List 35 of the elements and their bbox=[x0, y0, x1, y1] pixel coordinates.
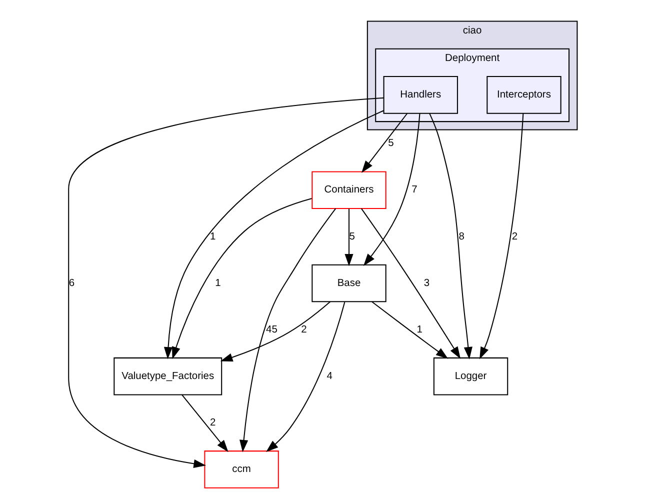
edge-label: 2 bbox=[300, 324, 306, 335]
arrow bbox=[68, 96, 384, 468]
edge-label: 8 bbox=[458, 230, 464, 242]
node-box: Base bbox=[311, 264, 386, 302]
arrow bbox=[220, 300, 330, 361]
edge-label: 1 bbox=[210, 230, 216, 242]
edge-label: 6 bbox=[68, 277, 74, 288]
node-box: Interceptors bbox=[486, 76, 561, 114]
arrow bbox=[428, 112, 472, 359]
edge-label: 1 bbox=[214, 277, 220, 288]
edge-label: 7 bbox=[411, 184, 417, 196]
arrow bbox=[266, 301, 345, 452]
node-box: Containers bbox=[311, 170, 386, 209]
arrow bbox=[479, 112, 524, 359]
arrow bbox=[181, 394, 228, 452]
node-box: Logger bbox=[432, 356, 508, 395]
node-box: ccm bbox=[204, 450, 278, 488]
edge-label: 2 bbox=[210, 416, 216, 428]
arrow bbox=[362, 112, 420, 266]
arrow bbox=[360, 208, 460, 358]
node-box: Valuetype_Factories bbox=[113, 356, 222, 395]
arrow bbox=[163, 110, 384, 359]
arrow bbox=[360, 112, 408, 172]
edge-label: 5 bbox=[348, 230, 354, 242]
arrow bbox=[371, 300, 448, 358]
edge-label: 2 bbox=[511, 230, 518, 242]
edge-label: 45 bbox=[266, 324, 277, 335]
arrow bbox=[344, 208, 353, 266]
edge-label: 3 bbox=[423, 277, 430, 288]
node-box: Handlers bbox=[382, 76, 458, 114]
arrow bbox=[171, 198, 312, 359]
edge-label: 5 bbox=[388, 138, 394, 149]
arrow bbox=[239, 208, 336, 452]
edge-label: 4 bbox=[326, 370, 332, 382]
edge-label: 1 bbox=[416, 324, 422, 335]
